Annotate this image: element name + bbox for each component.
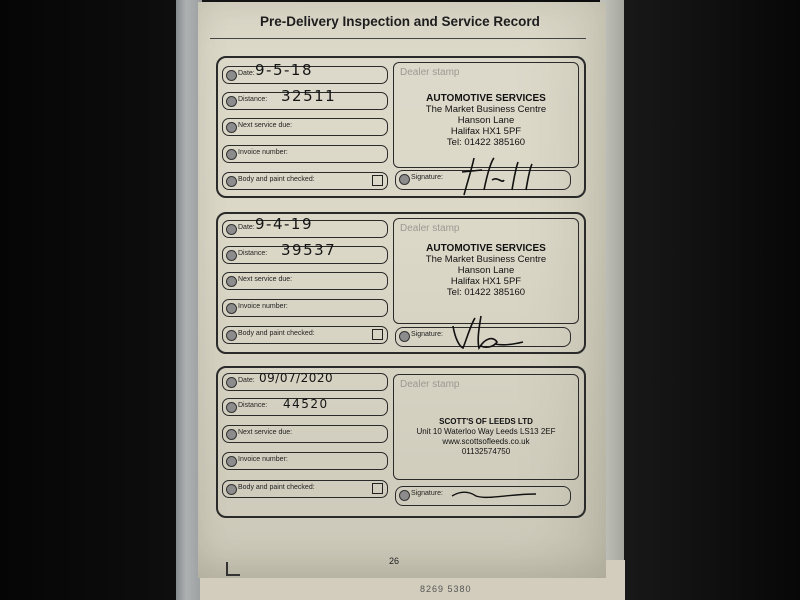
body-paint-checkbox-3[interactable] <box>372 483 383 494</box>
date-field-1[interactable]: Date: 9-5-18 <box>222 61 388 84</box>
signature-scribble-3 <box>451 491 537 499</box>
bullet-icon <box>399 174 410 185</box>
bullet-icon <box>226 70 237 81</box>
body-paint-field-1[interactable]: Body and paint checked: <box>222 172 388 190</box>
page-title: Pre-Delivery Inspection and Service Reco… <box>260 14 540 29</box>
bullet-icon <box>226 402 237 413</box>
page-corner-mark <box>226 562 240 576</box>
underlying-page-text: 8269 5380 <box>420 584 472 594</box>
dealer-stamp-box-2: Dealer stamp AUTOMOTIVE SERVICES The Mar… <box>393 218 579 324</box>
service-book-page <box>198 2 606 578</box>
bullet-icon <box>399 331 410 342</box>
date-value-1: 9-5-18 <box>255 61 313 79</box>
bullet-icon <box>226 330 237 341</box>
bullet-icon <box>226 250 237 261</box>
invoice-field-1[interactable]: Invoice number: <box>222 145 388 163</box>
distance-field-1[interactable]: Distance: 32511 <box>222 87 388 110</box>
distance-field-2[interactable]: Distance: 39537 <box>222 241 388 264</box>
bullet-icon <box>226 456 237 467</box>
invoice-field-3[interactable]: Invoice number: <box>222 452 388 470</box>
bullet-icon <box>226 303 237 314</box>
distance-field-3[interactable]: Distance: 44520 <box>222 397 388 416</box>
dealer-stamp-3: SCOTT'S OF LEEDS LTD Unit 10 Waterloo Wa… <box>416 417 556 456</box>
page-number: 26 <box>389 556 400 566</box>
service-record-card-3 <box>216 366 586 518</box>
dealer-stamp-2: AUTOMOTIVE SERVICES The Market Business … <box>425 243 547 298</box>
signature-scribble-2 <box>452 315 524 351</box>
dealer-stamp-box-1: Dealer stamp AUTOMOTIVE SERVICES The Mar… <box>393 62 579 168</box>
bullet-icon <box>226 484 237 495</box>
bullet-icon <box>226 224 237 235</box>
service-record-card-2 <box>216 212 586 354</box>
bullet-icon <box>226 122 237 133</box>
bullet-icon <box>226 276 237 287</box>
service-record-card-1 <box>216 56 586 198</box>
bullet-icon <box>226 149 237 160</box>
signature-scribble-1 <box>461 157 533 196</box>
date-field-2[interactable]: Date: 9-4-19 <box>222 215 388 238</box>
dealer-stamp-box-3: Dealer stamp SCOTT'S OF LEEDS LTD Unit 1… <box>393 374 579 480</box>
date-field-3[interactable]: Date: 09/07/2020 <box>222 371 388 391</box>
invoice-field-2[interactable]: Invoice number: <box>222 299 388 317</box>
bullet-icon <box>226 176 237 187</box>
body-paint-checkbox-1[interactable] <box>372 175 383 186</box>
next-service-field-1[interactable]: Next service due: <box>222 118 388 136</box>
bullet-icon <box>226 429 237 440</box>
signature-field-3[interactable]: Signature: <box>395 486 571 506</box>
distance-value-3: 44520 <box>283 397 329 411</box>
bullet-icon <box>399 490 410 501</box>
distance-value-2: 39537 <box>281 241 337 259</box>
body-paint-field-3[interactable]: Body and paint checked: <box>222 480 388 498</box>
next-service-field-3[interactable]: Next service due: <box>222 425 388 443</box>
bullet-icon <box>226 377 237 388</box>
date-value-3: 09/07/2020 <box>259 371 334 385</box>
distance-value-1: 32511 <box>281 87 337 105</box>
signature-field-1[interactable]: Signature: <box>395 170 571 190</box>
body-paint-field-2[interactable]: Body and paint checked: <box>222 326 388 344</box>
next-service-field-2[interactable]: Next service due: <box>222 272 388 290</box>
date-value-2: 9-4-19 <box>255 215 313 233</box>
dealer-stamp-1: AUTOMOTIVE SERVICES The Market Business … <box>425 93 547 148</box>
title-divider <box>210 38 586 39</box>
binder-edge-left <box>176 0 202 600</box>
body-paint-checkbox-2[interactable] <box>372 329 383 340</box>
bullet-icon <box>226 96 237 107</box>
